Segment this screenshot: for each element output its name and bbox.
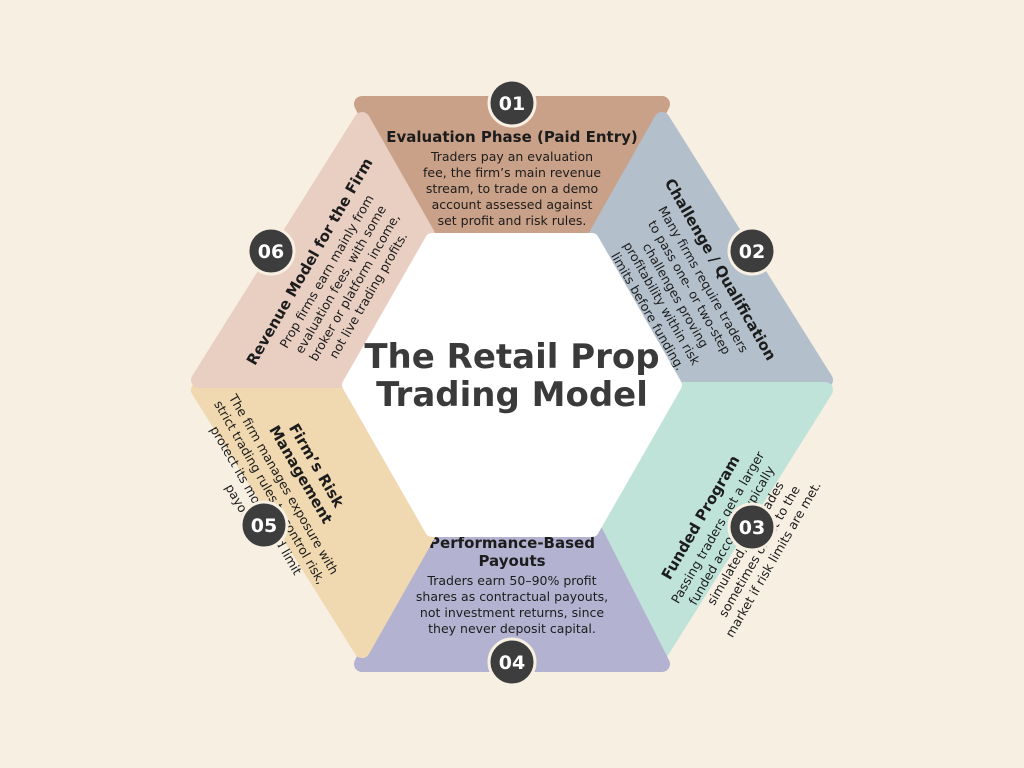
segment-2-badge-circle — [727, 226, 777, 276]
segment-6-badge: 06 — [246, 226, 296, 276]
segment-4-body-line-1: Traders earn 50–90% profit — [426, 573, 596, 588]
segment-6-badge-circle — [246, 226, 296, 276]
segment-1-text: Evaluation Phase (Paid Entry) Traders pay… — [386, 128, 638, 228]
segment-1-body-line-2: fee, the firm’s main revenue — [423, 165, 601, 180]
segment-4-body-line-2: shares as contractual payouts, — [416, 589, 608, 604]
segment-4-badge-circle — [487, 637, 537, 687]
center-title-line-2: Trading Model — [376, 375, 648, 415]
segment-1-body-line-3: stream, to trade on a demo — [426, 181, 598, 196]
segment-4-body-line-3: not investment returns, since — [420, 605, 604, 620]
segment-4-body-line-4: they never deposit capital. — [428, 621, 596, 636]
segment-5-badge-number: 05 — [251, 515, 277, 537]
segment-5-badge-circle — [239, 500, 289, 550]
segment-4-badge: 04 — [487, 637, 537, 687]
segment-4-badge-number: 04 — [499, 652, 525, 674]
segment-1-badge-number: 01 — [499, 93, 525, 115]
segment-5-badge: 05 — [239, 500, 289, 550]
badges-layer: 01 02 03 04 05 06 — [239, 78, 777, 687]
center-title-line-1: The Retail Prop — [364, 337, 659, 377]
segment-1-badge: 01 — [487, 78, 537, 128]
segment-1-title-line-1: Evaluation Phase (Paid Entry) — [386, 128, 638, 146]
segment-4-title-line-1: Performance-Based — [429, 534, 595, 552]
segment-6-badge-number: 06 — [258, 241, 284, 263]
center-hexagon-shape — [342, 233, 682, 537]
segment-1-badge-circle — [487, 78, 537, 128]
segment-3-badge: 03 — [727, 502, 777, 552]
segment-3-badge-number: 03 — [739, 517, 765, 539]
center-hexagon: The Retail Prop Trading Model — [342, 233, 682, 537]
segment-3-badge-circle — [727, 502, 777, 552]
segment-1-body-line-4: account assessed against — [432, 197, 593, 212]
segment-2-badge: 02 — [727, 226, 777, 276]
segment-1-body-line-5: set profit and risk rules. — [438, 213, 587, 228]
segment-1-body-line-1: Traders pay an evaluation — [430, 149, 593, 164]
segment-2-badge-number: 02 — [739, 241, 765, 263]
segment-4-title-line-2: Payouts — [478, 552, 545, 570]
